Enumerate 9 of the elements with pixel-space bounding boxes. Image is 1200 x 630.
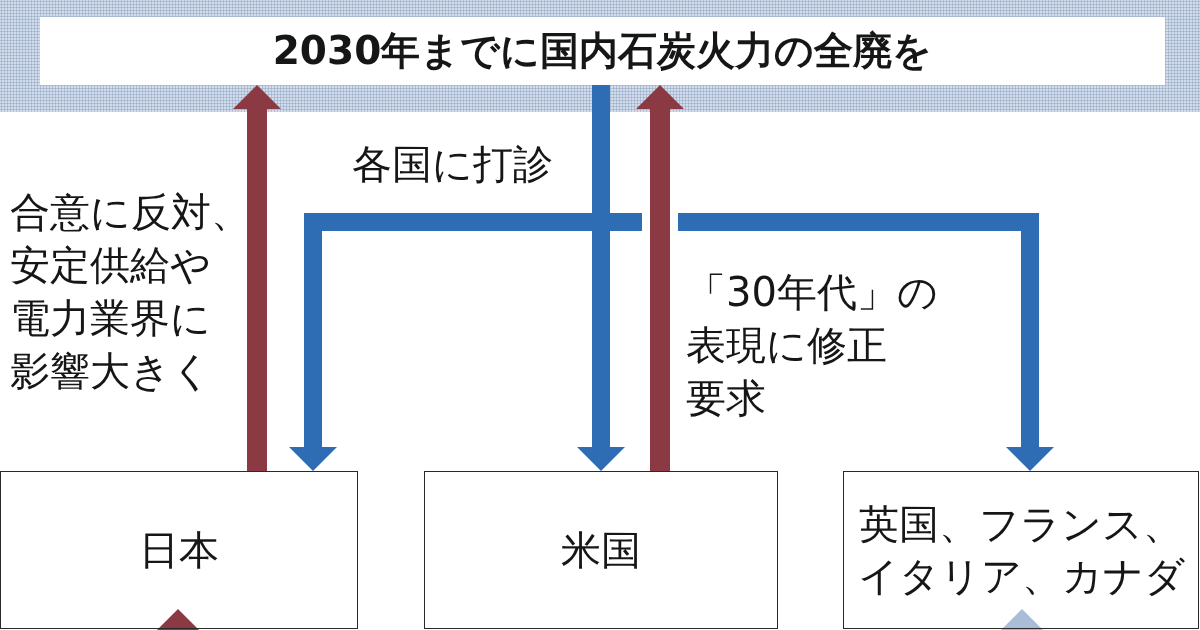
country-box: 日本 xyxy=(0,471,358,629)
edge-label: 「30年代」の表現に修正要求 xyxy=(686,268,938,423)
arrow xyxy=(636,85,684,471)
country-box: 米国 xyxy=(424,471,778,629)
country-box: 英国、フランス、イタリア、カナダ xyxy=(843,471,1199,629)
edge-label: 合意に反対、安定供給や電力業界に影響大きく xyxy=(10,188,251,396)
headline-box: 2030年までに国内石炭火力の全廃を xyxy=(40,17,1165,85)
arrow xyxy=(233,85,281,471)
edge-label: 各国に打診 xyxy=(352,140,553,189)
